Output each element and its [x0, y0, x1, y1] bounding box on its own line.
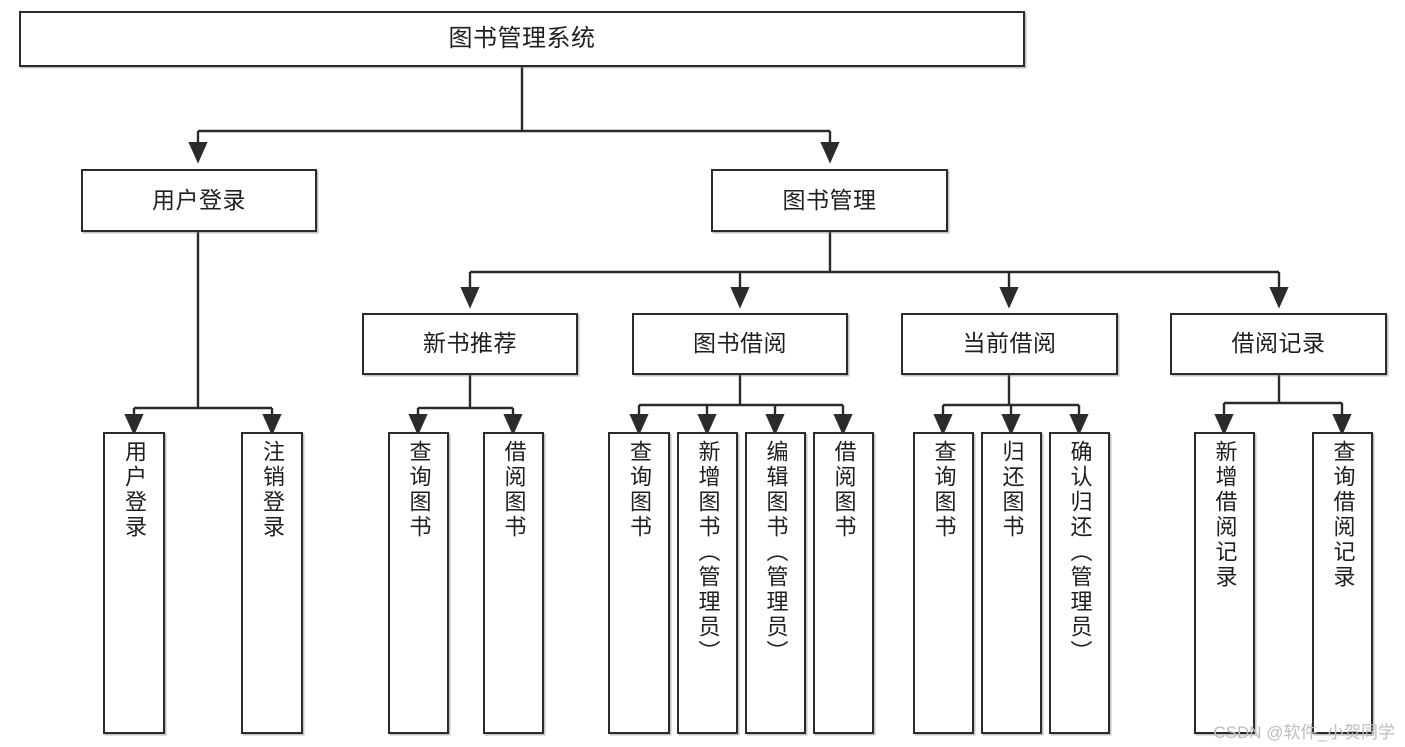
node-user-login-label: 用户登录	[152, 186, 246, 213]
node-book-borrow-label: 图书借阅	[693, 330, 787, 357]
node-leaf-query-book-current-label: 查询图书	[931, 440, 957, 540]
node-leaf-borrow-book-label: 借阅图书	[831, 440, 857, 540]
node-leaf-borrow-book-new[interactable]: 借阅图书	[483, 432, 544, 734]
watermark: CSDN @软件_小贺同学	[1213, 723, 1395, 742]
node-leaf-edit-book-admin[interactable]: 编辑图书（管理员）	[745, 432, 806, 734]
node-borrow-record-label: 借阅记录	[1231, 330, 1326, 357]
node-borrow-record[interactable]: 借阅记录	[1170, 313, 1387, 375]
node-leaf-add-book-admin-label: 新增图书（管理员）	[695, 440, 721, 665]
node-leaf-query-book-new[interactable]: 查询图书	[388, 432, 449, 734]
node-leaf-query-book-borrow-label: 查询图书	[627, 440, 652, 540]
node-leaf-return-book[interactable]: 归还图书	[981, 432, 1042, 734]
node-leaf-borrow-book-new-label: 借阅图书	[501, 440, 527, 540]
node-leaf-confirm-return-admin[interactable]: 确认归还（管理员）	[1049, 432, 1110, 734]
node-leaf-borrow-book[interactable]: 借阅图书	[813, 432, 874, 734]
node-leaf-logout[interactable]: 注销登录	[241, 432, 303, 734]
node-leaf-add-borrow-record[interactable]: 新增借阅记录	[1194, 432, 1255, 734]
node-leaf-query-book-new-label: 查询图书	[406, 440, 432, 540]
node-leaf-logout-label: 注销登录	[260, 440, 285, 540]
node-leaf-add-book-admin[interactable]: 新增图书（管理员）	[677, 432, 738, 734]
node-root-book-management-system[interactable]: 图书管理系统	[19, 11, 1025, 67]
node-leaf-user-login[interactable]: 用户登录	[103, 432, 165, 734]
node-leaf-confirm-return-admin-label: 确认归还（管理员）	[1067, 440, 1093, 665]
node-current-borrow-label: 当前借阅	[962, 330, 1057, 357]
node-leaf-query-book-current[interactable]: 查询图书	[913, 432, 974, 734]
node-leaf-edit-book-admin-label: 编辑图书（管理员）	[763, 440, 789, 665]
node-current-borrow[interactable]: 当前借阅	[901, 313, 1118, 375]
node-leaf-query-book-borrow[interactable]: 查询图书	[608, 432, 670, 734]
node-leaf-user-login-label: 用户登录	[122, 440, 147, 540]
node-leaf-query-borrow-record[interactable]: 查询借阅记录	[1312, 432, 1373, 734]
node-user-login[interactable]: 用户登录	[81, 169, 317, 232]
node-book-borrow[interactable]: 图书借阅	[632, 313, 848, 375]
node-new-book-recommend[interactable]: 新书推荐	[362, 313, 578, 375]
node-book-management[interactable]: 图书管理	[711, 169, 948, 232]
node-new-book-recommend-label: 新书推荐	[423, 330, 517, 357]
node-book-management-label: 图书管理	[782, 186, 877, 213]
node-leaf-add-borrow-record-label: 新增借阅记录	[1212, 440, 1238, 590]
node-leaf-return-book-label: 归还图书	[999, 440, 1025, 540]
node-leaf-query-borrow-record-label: 查询借阅记录	[1330, 440, 1356, 590]
node-root-label: 图书管理系统	[448, 24, 596, 52]
